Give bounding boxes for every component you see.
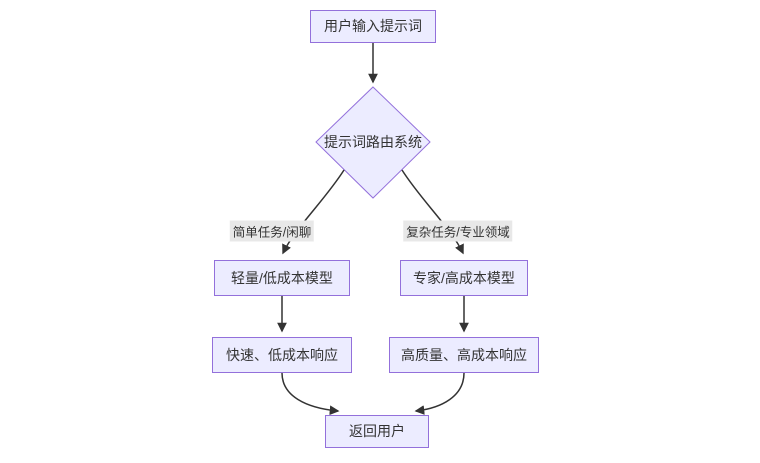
- edge-router-to-light: [282, 169, 345, 255]
- edge-label-complex-task: 复杂任务/专业领域: [403, 220, 513, 242]
- node-light-model: 轻量/低成本模型: [214, 260, 350, 296]
- router-diamond-shape: [315, 86, 431, 199]
- node-expert-model: 专家/高成本模型: [400, 260, 528, 296]
- node-fast-response: 快速、低成本响应: [212, 337, 352, 373]
- node-router-label: 提示词路由系统: [324, 134, 422, 150]
- edge-label-simple-task: 简单任务/闲聊: [229, 220, 315, 242]
- node-user-input: 用户输入提示词: [310, 10, 436, 43]
- edge-quality-to-return: [414, 372, 465, 415]
- edge-fast-to-return: [281, 372, 340, 416]
- edge-router-to-expert: [401, 169, 464, 255]
- node-quality-response: 高质量、高成本响应: [389, 337, 539, 373]
- node-return-user: 返回用户: [325, 415, 429, 448]
